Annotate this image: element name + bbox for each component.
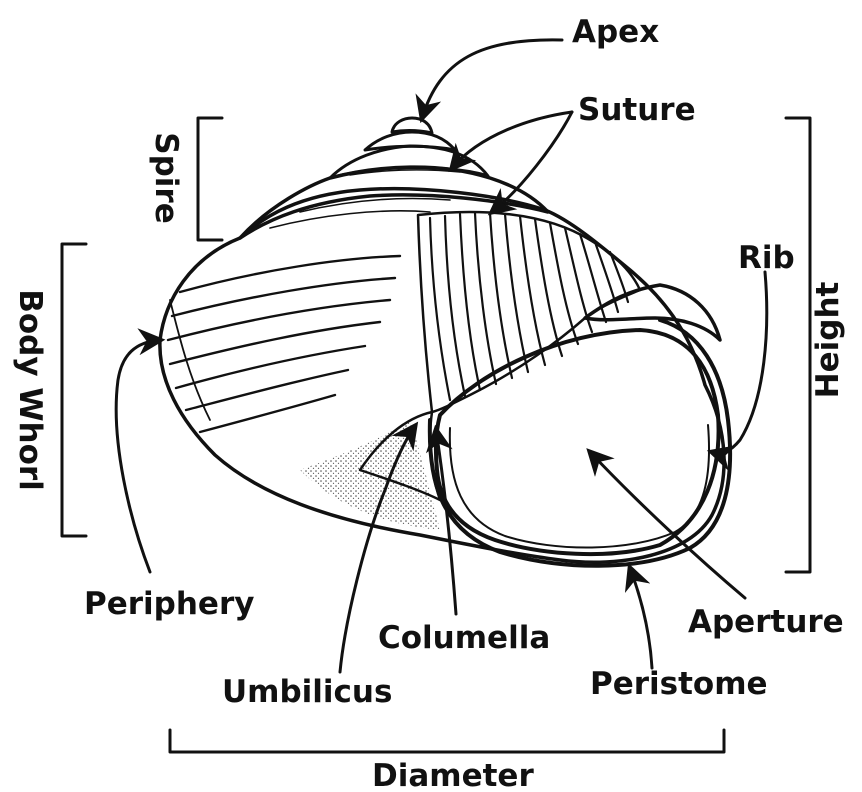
apex-arrow — [422, 40, 562, 118]
apex-label: Apex — [572, 14, 659, 50]
peristome-arrow — [630, 568, 652, 668]
columella-label: Columella — [378, 620, 550, 656]
aperture-label: Aperture — [688, 604, 844, 640]
diameter-bracket — [170, 730, 724, 752]
height-bracket — [786, 118, 810, 572]
periphery-arrow — [116, 340, 160, 572]
umbilicus-label: Umbilicus — [222, 674, 392, 710]
suture-label: Suture — [578, 92, 696, 128]
body-whorl-outline — [160, 189, 724, 563]
labels: Apex Suture Rib Periphery Columella Aper… — [12, 14, 846, 792]
body-whorl-bracket — [62, 244, 86, 536]
spire-bracket — [198, 118, 222, 240]
body-whorl-label: Body Whorl — [12, 289, 48, 491]
spire-label: Spire — [148, 132, 184, 223]
periphery-label: Periphery — [84, 586, 254, 622]
height-label: Height — [810, 281, 846, 398]
diameter-label: Diameter — [372, 758, 534, 792]
rib-label: Rib — [738, 240, 795, 276]
lower-shading — [300, 420, 440, 530]
apex-tip — [392, 118, 432, 133]
aperture-arrow — [590, 452, 745, 598]
peristome-label: Peristome — [590, 666, 768, 702]
